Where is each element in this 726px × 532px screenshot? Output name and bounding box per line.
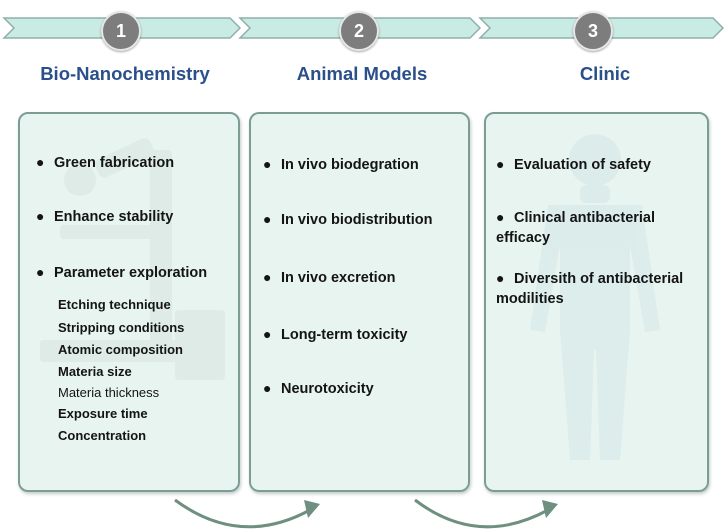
- list-item: ● Long-term toxicity: [263, 324, 407, 345]
- list-item: ● In vivo biodegration: [263, 154, 419, 175]
- flow-arrows: [174, 498, 558, 529]
- sub-item: Materia thickness: [58, 385, 160, 400]
- list-item: ● Green fabrication: [36, 152, 174, 173]
- bullet-icon: ●: [36, 208, 45, 224]
- item-text: Clinical antibacterial efficacy: [496, 210, 656, 246]
- list-item: ●Diversith of antibacterial modilities: [496, 268, 701, 309]
- stage-1-panel: ● Green fabrication ● Enhance stability ● P…: [18, 112, 240, 492]
- item-text: Green fabrication: [54, 155, 175, 171]
- item-text: In vivo excretion: [281, 270, 396, 286]
- list-item: ● Enhance stability: [36, 206, 173, 227]
- stage-1-title: Bio-Nanochemistry: [40, 63, 210, 84]
- stage-2-title: Animal Models: [296, 63, 428, 84]
- sub-item: Exposure time: [58, 406, 148, 421]
- sub-item: Stripping conditions: [58, 320, 185, 335]
- step-2-badge: 2: [339, 11, 379, 51]
- stage-2-panel: ● In vivo biodegration ● In vivo biodistri…: [249, 112, 470, 492]
- bullet-icon: ●: [263, 326, 272, 342]
- list-item: ●Clinical antibacterial efficacy: [496, 207, 686, 248]
- bullet-icon: ●: [36, 154, 45, 170]
- arrow-2-to-3: [414, 498, 549, 529]
- sub-item: Materia size: [58, 364, 132, 379]
- item-text: Enhance stability: [54, 209, 174, 225]
- step-1-badge: 1: [101, 11, 141, 51]
- step-3-badge: 3: [573, 11, 613, 51]
- arrow-1-to-2-head: [304, 500, 320, 518]
- list-item: ● Evaluation of safety: [496, 154, 651, 175]
- bullet-icon: ●: [496, 209, 505, 225]
- item-text: Long-term toxicity: [281, 327, 408, 343]
- item-text: In vivo biodegration: [281, 157, 419, 173]
- arrow-2-to-3-head: [542, 500, 558, 518]
- sub-item: Etching technique: [58, 297, 171, 312]
- item-text: Neurotoxicity: [281, 381, 374, 397]
- item-text: Diversith of antibacterial modilities: [496, 271, 684, 307]
- list-item: ● Neurotoxicity: [263, 378, 374, 399]
- item-text: In vivo biodistribution: [281, 212, 433, 228]
- sub-item: Concentration: [58, 428, 147, 443]
- list-item: ● In vivo biodistribution: [263, 209, 432, 230]
- arrow-1-to-2: [174, 498, 311, 529]
- bullet-icon: ●: [263, 211, 272, 227]
- bullet-icon: ●: [36, 264, 45, 280]
- bullet-icon: ●: [496, 270, 505, 286]
- item-text: Evaluation of safety: [514, 157, 651, 173]
- sub-item: Atomic composition: [58, 342, 183, 357]
- stage-3-title: Clinic: [579, 63, 631, 84]
- stage-3-panel: ●Evaluation of safety ●Clinical antibact…: [484, 112, 709, 492]
- bullet-icon: ●: [496, 156, 505, 172]
- bullet-icon: ●: [263, 380, 272, 396]
- bullet-icon: ●: [263, 156, 272, 172]
- list-item: ● Parameter exploration: [36, 262, 207, 283]
- bullet-icon: ●: [263, 269, 272, 285]
- list-item: ● In vivo excretion: [263, 267, 395, 288]
- item-text: Parameter exploration: [54, 265, 208, 281]
